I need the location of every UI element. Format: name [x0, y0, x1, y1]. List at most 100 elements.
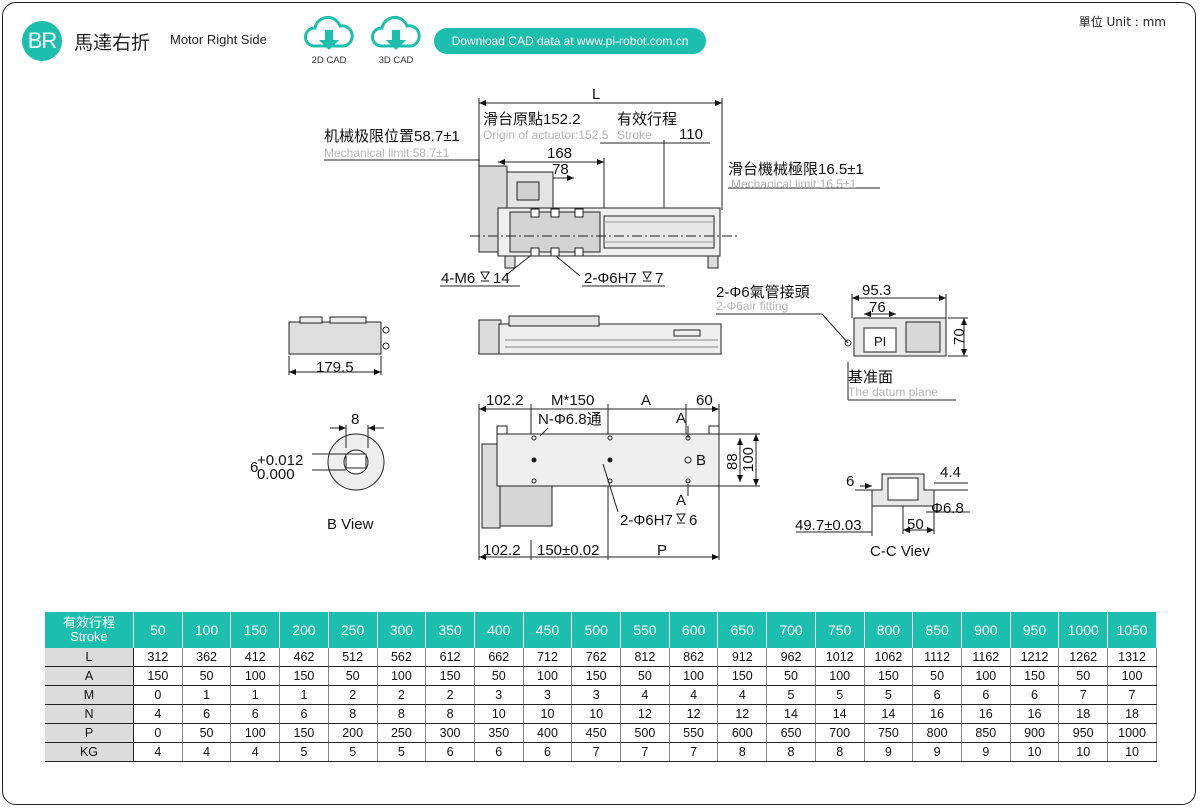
stroke-column-header: 700 [766, 612, 816, 648]
cc-dim-6: 6 [846, 473, 854, 490]
table-cell: 850 [961, 723, 1011, 743]
table-cell: 50 [474, 666, 524, 686]
unit-note: 單位 Unit : mm [1078, 15, 1166, 29]
origin-zh: 滑台原點152.2 [483, 111, 581, 128]
table-cell: 1000 [1107, 723, 1157, 743]
cad-3d-button[interactable]: 3D CAD [367, 14, 425, 68]
slide-limit-zh: 滑台機械極限16.5±1 [728, 161, 864, 178]
table-cell: 6 [912, 685, 962, 705]
mech-limit-zh: 机械极限位置58.7±1 [324, 128, 460, 145]
table-cell: 7 [620, 742, 670, 762]
table-cell: 5 [328, 742, 378, 762]
table-cell: 8 [766, 742, 816, 762]
table-cell: 10 [523, 704, 573, 724]
table-cell: 50 [182, 666, 232, 686]
stroke-column-header: 400 [474, 612, 524, 648]
table-cell: 100 [377, 666, 427, 686]
air-fitting-zh: 2-Φ6氣管接頭 [716, 284, 810, 301]
stroke-en: Stroke [617, 128, 652, 142]
b-view [312, 425, 385, 491]
table-cell: 150 [279, 666, 329, 686]
table-cell: 1012 [815, 648, 865, 667]
table-cell: 12 [669, 704, 719, 724]
stroke-column-header: 150 [230, 612, 281, 648]
table-cell: 400 [523, 723, 573, 743]
table-cell: 200 [328, 723, 378, 743]
stroke-column-header: 900 [961, 612, 1011, 648]
m6-depth: 14 [493, 270, 510, 287]
table-cell: 912 [717, 648, 768, 667]
table-cell: 5 [766, 685, 816, 705]
table-cell: 100 [815, 666, 865, 686]
air-fitting-en: 2-Φ6air fitting [716, 299, 788, 313]
tol-upper: +0.012 [257, 452, 303, 469]
table-cell: 5 [377, 742, 427, 762]
top-view [324, 98, 880, 287]
row-label: P [45, 723, 134, 743]
table-cell: 3 [523, 685, 573, 705]
table-cell: 1212 [1010, 648, 1060, 667]
m6-label: 4-M6 [441, 270, 475, 287]
row-label: N [45, 704, 134, 724]
row-label: KG [45, 742, 134, 762]
tol-lower: 0.000 [257, 466, 295, 483]
cc-view-label: C-C Viev [870, 543, 930, 560]
table-cell: 8 [377, 704, 427, 724]
table-cell: 6 [279, 704, 329, 724]
datum-zh: 基准面 [848, 369, 893, 386]
dim-110: 110 [679, 126, 703, 143]
table-cell: 50 [766, 666, 816, 686]
table-cell: 3 [571, 685, 622, 705]
stroke-header-en: Stroke [70, 629, 108, 644]
table-cell: 100 [230, 723, 281, 743]
section-A-bottom: A [676, 492, 686, 509]
table-cell: 6 [474, 742, 524, 762]
table-cell: 6 [425, 742, 475, 762]
dim-102-2-bottom: 102.2 [483, 542, 521, 559]
stroke-column-header: 500 [571, 612, 622, 648]
table-cell: 662 [474, 648, 524, 667]
stroke-column-header: 600 [669, 612, 719, 648]
table-cell: 4 [669, 685, 719, 705]
table-cell: 10 [1107, 742, 1157, 762]
cad-2d-label: 2D CAD [311, 55, 347, 66]
table-cell: 250 [377, 723, 427, 743]
table-cell: 1 [182, 685, 232, 705]
table-cell: 100 [523, 666, 573, 686]
table-cell: 7 [1107, 685, 1157, 705]
stroke-column-header: 350 [425, 612, 475, 648]
table-cell: 8 [425, 704, 475, 724]
dim-76: 76 [869, 299, 886, 316]
table-cell: 512 [328, 648, 378, 667]
dim-78: 78 [552, 161, 569, 178]
table-cell: 6 [182, 704, 232, 724]
cad-2d-button[interactable]: 2D CAD [300, 14, 358, 68]
table-cell: 612 [425, 648, 475, 667]
table-cell: 712 [523, 648, 573, 667]
table-cell: 600 [717, 723, 768, 743]
table-cell: 7 [669, 742, 719, 762]
front-side-view [478, 315, 722, 355]
table-cell: 1 [279, 685, 329, 705]
mech-limit-en: Mechanical limit:58.7±1 [324, 146, 450, 160]
table-cell: 350 [474, 723, 524, 743]
dim-179-5: 179.5 [316, 359, 354, 376]
br-badge: BR [22, 21, 62, 61]
row-label: M [45, 685, 134, 705]
table-cell: 50 [1058, 666, 1109, 686]
table-cell: 462 [279, 648, 329, 667]
table-cell: 500 [620, 723, 670, 743]
origin-en: Origin of actuator:152.5 [483, 128, 609, 142]
table-cell: 50 [912, 666, 962, 686]
stroke-column-header: 100 [182, 612, 232, 648]
download-cad-link[interactable]: Download CAD data at www.pi-robot.com.cn [434, 28, 706, 54]
table-cell: 7 [1058, 685, 1109, 705]
pi-mark: PI [874, 334, 886, 349]
phi6h7-bottom-depth: 6 [689, 512, 697, 529]
